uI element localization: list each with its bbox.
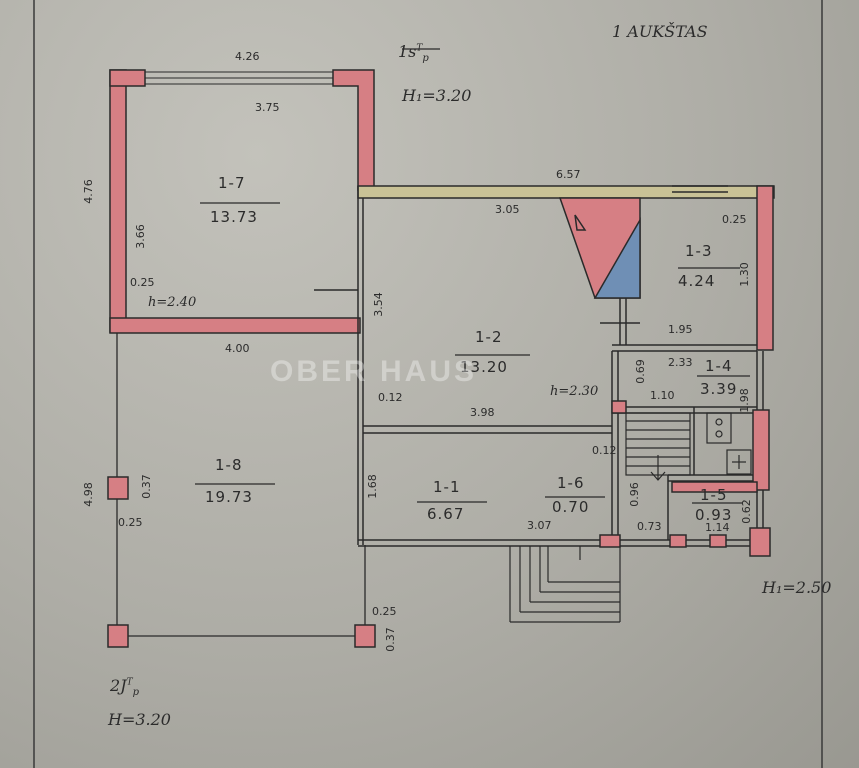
floor-code-bottom: 2JTp — [110, 676, 139, 698]
dim-3-98: 3.98 — [470, 406, 495, 419]
dim-0-25-a: 0.25 — [130, 276, 155, 289]
dim-4-76: 4.76 — [81, 179, 95, 204]
room-1-8-id: 1-8 — [215, 456, 243, 474]
floor-height-top: H₁=3.20 — [402, 86, 472, 105]
dim-3-05: 3.05 — [495, 203, 520, 216]
dim-2-33: 2.33 — [668, 356, 693, 369]
dim-0-12-b: 0.12 — [592, 444, 617, 457]
floor-code-bottom-main: 2J — [110, 676, 127, 695]
dim-1-30: 1.30 — [737, 262, 751, 287]
room-1-5-area: 0.93 — [695, 506, 733, 524]
stair-height: H₁=2.50 — [762, 578, 832, 597]
dim-3-66: 3.66 — [133, 224, 147, 249]
dim-3-54: 3.54 — [371, 292, 385, 317]
height-2-40: h=2.40 — [148, 295, 197, 310]
room-1-7-walls — [109, 69, 375, 334]
room-1-8-area: 19.73 — [205, 488, 253, 506]
room-1-6-id: 1-6 — [557, 474, 585, 492]
dim-0-25-c: 0.25 — [118, 516, 143, 529]
dim-4-98: 4.98 — [81, 482, 95, 507]
wall-1-7-top-left — [109, 69, 146, 87]
dim-6-57: 6.57 — [556, 168, 581, 181]
dim-0-37-b: 0.37 — [383, 627, 397, 652]
floor-code-top-sup: T — [416, 43, 423, 54]
floor-code-top-sub: p — [422, 53, 429, 65]
floor-code-bottom-sup: T — [126, 677, 133, 688]
top-wall-right — [357, 185, 775, 199]
room-1-7-area: 13.73 — [210, 208, 258, 226]
floor-title: 1 AUKŠTAS — [612, 22, 708, 41]
wall-1-7-bottom — [109, 317, 361, 334]
column-1-8-bottom-left — [107, 624, 129, 648]
dim-1-95: 1.95 — [668, 323, 693, 336]
room-1-6-area: 0.70 — [552, 498, 590, 516]
internal-stairs — [625, 412, 691, 481]
room-1-5-id: 1-5 — [700, 486, 728, 504]
dim-0-73: 0.73 — [637, 520, 662, 533]
entrance-steps — [509, 546, 621, 623]
room-1-2-area: 13.20 — [460, 358, 508, 376]
dim-4-00: 4.00 — [225, 342, 250, 355]
dim-1-10: 1.10 — [650, 389, 675, 402]
dim-0-96: 0.96 — [627, 482, 641, 507]
kitchen-fixtures — [706, 412, 752, 475]
dim-3-07: 3.07 — [527, 519, 552, 532]
room-1-1-id: 1-1 — [433, 478, 461, 496]
floor-height-bottom: H=3.20 — [108, 710, 171, 729]
floor-code-bottom-sub: p — [132, 687, 140, 699]
wall-1-7-right — [332, 69, 375, 191]
wall-1-3-right — [756, 185, 774, 351]
dim-0-69: 0.69 — [633, 359, 647, 384]
dim-0-25-d: 0.25 — [372, 605, 397, 618]
column-1-8-mid — [107, 476, 129, 500]
floor-code-top-main: 1s — [398, 42, 417, 61]
room-1-4-id: 1-4 — [705, 357, 733, 375]
dim-0-62: 0.62 — [739, 499, 753, 524]
chimney — [558, 197, 641, 299]
dim-0-12-a: 0.12 — [378, 391, 403, 404]
dim-1-98: 1.98 — [737, 388, 751, 413]
room-1-4-area: 3.39 — [700, 380, 738, 398]
area-underlines — [195, 48, 750, 504]
column-1-8-bottom-right — [354, 624, 376, 648]
room-1-2-id: 1-2 — [475, 328, 503, 346]
dim-1-14: 1.14 — [705, 521, 730, 534]
room-1-1-area: 6.67 — [427, 505, 465, 523]
watermark-logo: OBER HAUS — [270, 355, 478, 388]
dim-3-75: 3.75 — [255, 101, 280, 114]
wall-1-7-left — [109, 69, 127, 333]
room-1-8-outline — [116, 333, 366, 637]
floor-code-top: 1sTp — [398, 42, 429, 64]
dim-4-26: 4.26 — [235, 50, 260, 63]
height-2-30: h=2.30 — [550, 384, 599, 399]
dim-1-68: 1.68 — [365, 474, 379, 499]
window-1-7 — [145, 71, 333, 85]
room-1-7-id: 1-7 — [218, 174, 246, 192]
dim-0-37-a: 0.37 — [139, 474, 153, 499]
posts — [107, 400, 771, 648]
dim-0-25-b: 0.25 — [722, 213, 747, 226]
room-1-3-area: 4.24 — [678, 272, 716, 290]
room-1-3-id: 1-3 — [685, 242, 713, 260]
